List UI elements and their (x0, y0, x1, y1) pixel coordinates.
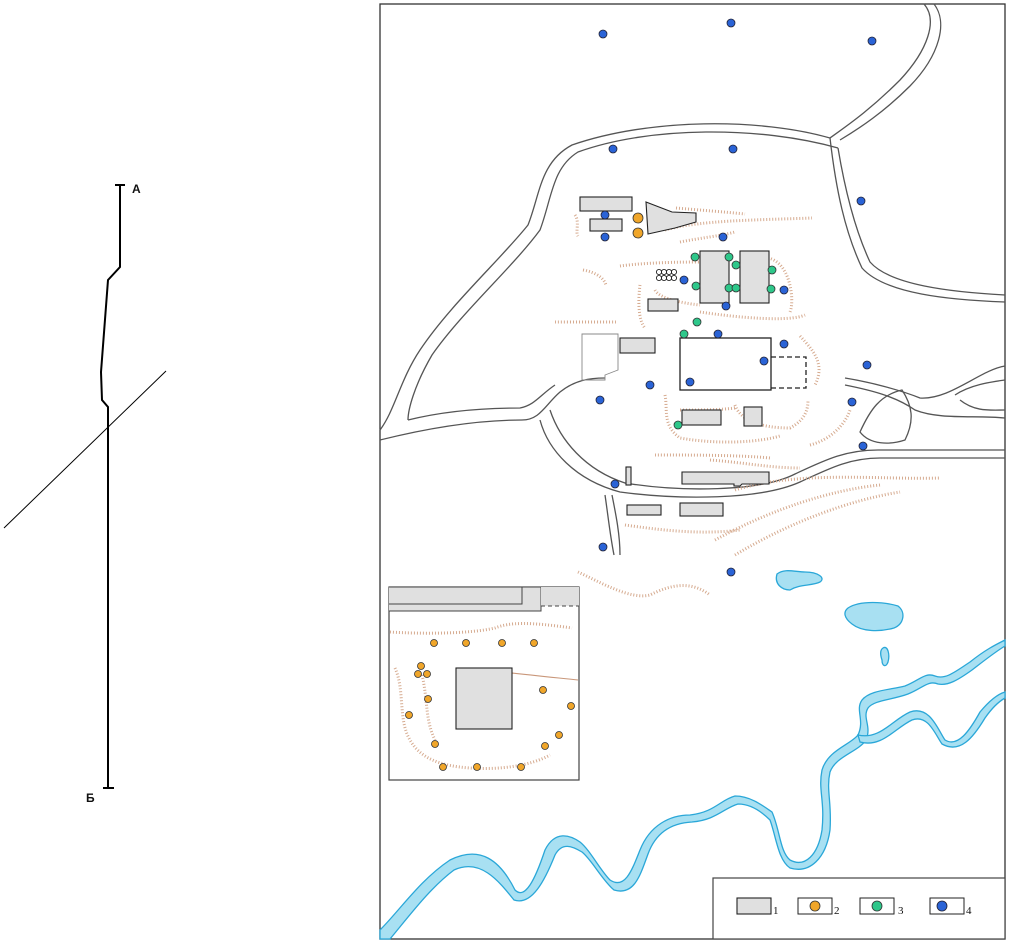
point-marker (473, 763, 481, 771)
point-marker (598, 29, 608, 39)
lake (775, 570, 823, 591)
building (625, 466, 632, 486)
point-marker (673, 420, 683, 430)
point-marker (414, 670, 422, 678)
point-marker (610, 479, 620, 489)
point-marker (498, 639, 506, 647)
point-marker (530, 639, 538, 647)
legend-symbol-building (736, 897, 772, 915)
building (589, 218, 623, 232)
large-building-outline (679, 337, 772, 391)
point-marker (862, 360, 872, 370)
point-marker (724, 252, 734, 262)
legend-symbol-blue-point (936, 900, 948, 912)
building (619, 337, 656, 354)
roads (379, 3, 1006, 556)
point-marker (726, 18, 736, 28)
building (739, 250, 770, 304)
legend: 1 2 3 4 (712, 877, 1006, 940)
point-marker (595, 395, 605, 405)
point-marker (423, 670, 431, 678)
point-marker (685, 377, 695, 387)
legend-label-3: 3 (898, 905, 904, 917)
point-marker (405, 711, 413, 719)
point-marker (858, 441, 868, 451)
water-bodies (379, 570, 1006, 940)
point-marker (779, 339, 789, 349)
building (626, 504, 662, 516)
point-marker (759, 356, 769, 366)
observation-points-type-2 (632, 212, 644, 239)
point-marker (766, 284, 776, 294)
profile-end-label: Б (86, 791, 95, 805)
point-marker (600, 232, 610, 242)
building (579, 196, 633, 212)
point-marker (517, 763, 525, 771)
cross-line (3, 370, 167, 529)
building (743, 406, 763, 427)
point-marker (679, 329, 689, 339)
observation-points-type-4 (595, 18, 877, 577)
point-marker (608, 144, 618, 154)
point-marker (600, 210, 610, 220)
point-marker (632, 227, 644, 239)
point-marker (424, 695, 432, 703)
pond (879, 646, 890, 667)
river-branch (857, 691, 1006, 748)
buildings (579, 196, 807, 517)
building (645, 201, 697, 235)
point-marker (567, 702, 575, 710)
point-marker (731, 283, 741, 293)
point-marker (731, 260, 741, 270)
point-marker (847, 397, 857, 407)
observation-points-type-3 (673, 252, 777, 430)
tank-cluster (655, 268, 678, 282)
point-marker (779, 285, 789, 295)
point-marker (417, 662, 425, 670)
point-marker (692, 317, 702, 327)
point-marker (728, 144, 738, 154)
point-marker (555, 731, 563, 739)
river (379, 638, 1006, 940)
point-marker (856, 196, 866, 206)
point-marker (645, 380, 655, 390)
profile-section: А Б (3, 182, 167, 805)
building (679, 502, 724, 517)
legend-symbol-green-point (871, 900, 883, 912)
building (681, 471, 770, 487)
building (699, 250, 730, 304)
point-marker (439, 763, 447, 771)
legend-symbol-orange-point (809, 900, 821, 912)
legend-label-1: 1 (773, 905, 779, 917)
point-marker (726, 567, 736, 577)
point-marker (679, 275, 689, 285)
point-marker (718, 232, 728, 242)
point-marker (598, 542, 608, 552)
building (647, 298, 679, 312)
point-marker (713, 329, 723, 339)
point-marker (691, 281, 701, 291)
point-marker (539, 686, 547, 694)
point-marker (632, 212, 644, 224)
planned-building-outline (771, 356, 807, 389)
point-marker (541, 742, 549, 750)
point-marker (767, 265, 777, 275)
point-marker (867, 36, 877, 46)
lake (844, 601, 904, 632)
legend-label-4: 4 (966, 905, 972, 917)
point-marker (430, 639, 438, 647)
inset-building (455, 667, 513, 730)
point-marker (721, 301, 731, 311)
inset-map (388, 586, 580, 781)
point-marker (431, 740, 439, 748)
profile-start-label: А (132, 182, 141, 196)
legend-label-2: 2 (834, 905, 840, 917)
slopes (555, 206, 941, 598)
point-marker (690, 252, 700, 262)
profile-line (99, 185, 121, 788)
point-marker (462, 639, 470, 647)
building (681, 409, 722, 426)
